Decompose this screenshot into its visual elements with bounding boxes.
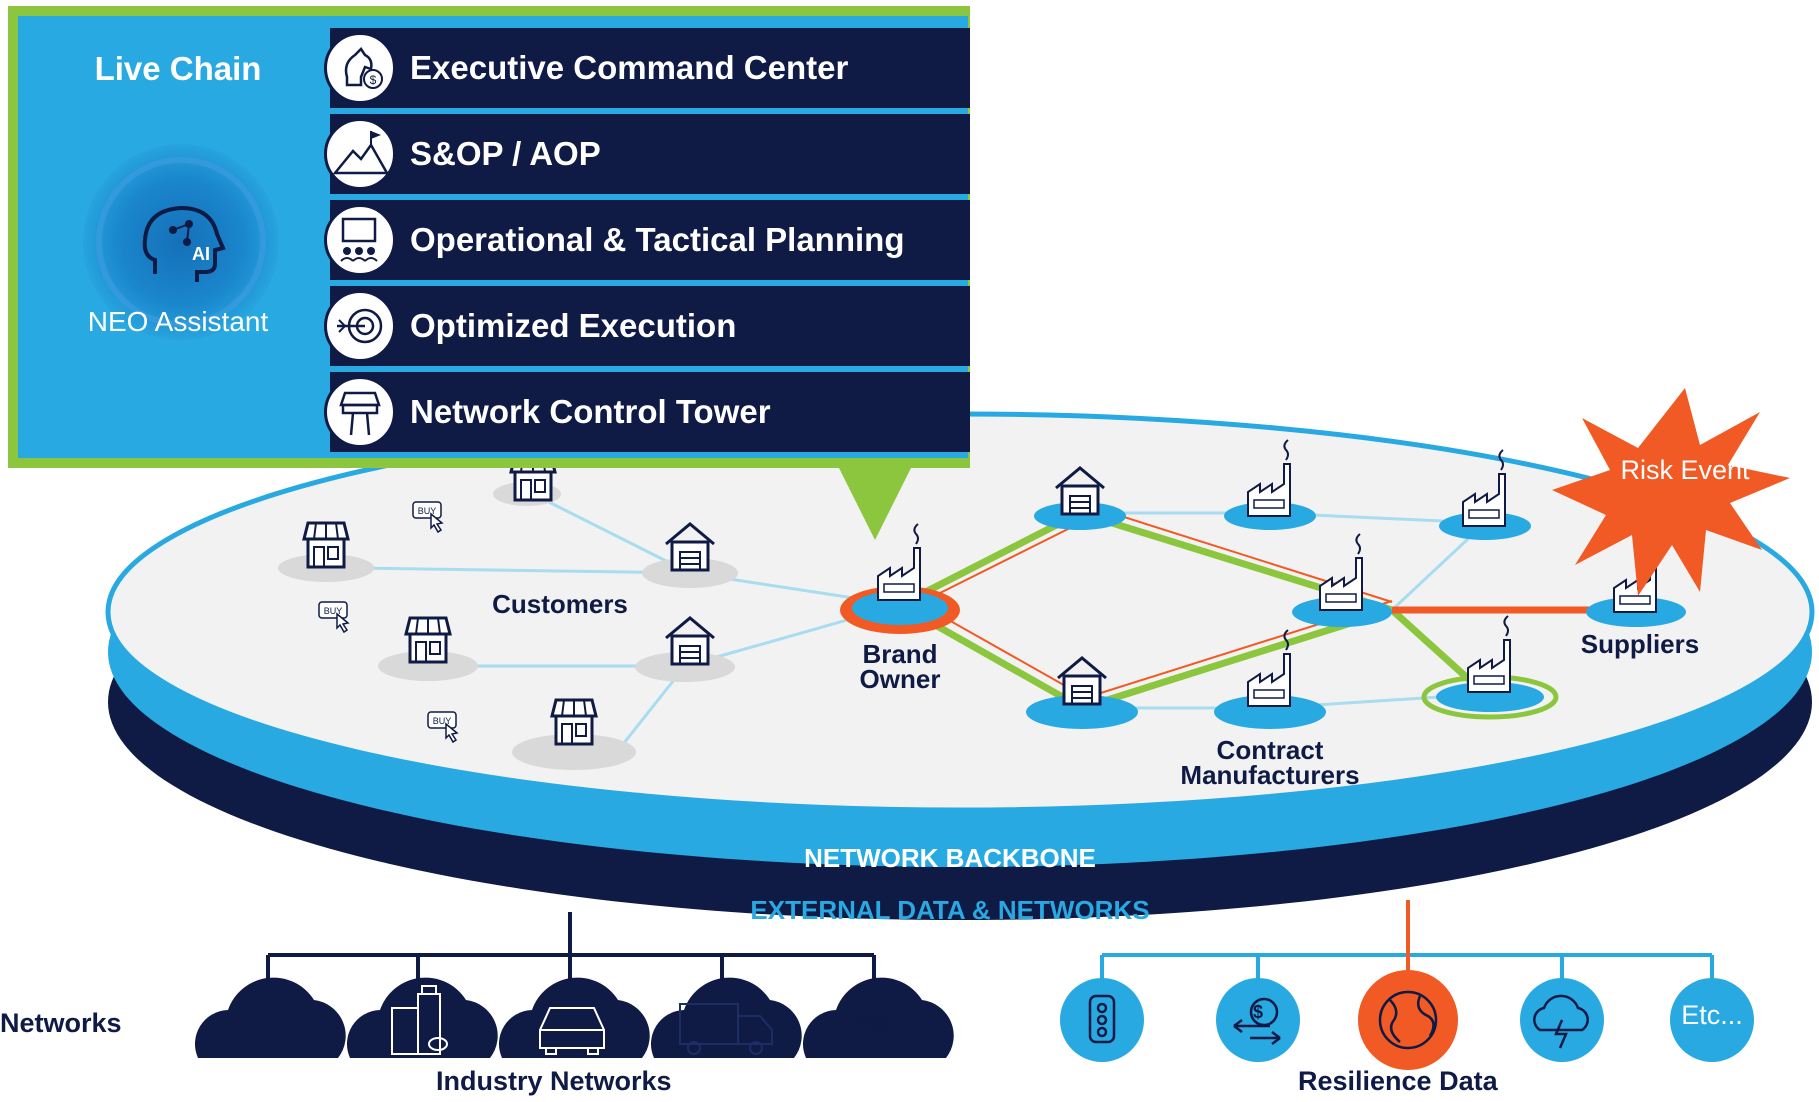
layer-executive-command-center[interactable]: $ Executive Command Center bbox=[324, 28, 970, 108]
customers-label: Customers bbox=[492, 589, 628, 619]
buy-tag-label: BUY bbox=[433, 716, 452, 726]
brand-owner-label: Brand Owner bbox=[859, 639, 941, 694]
control-tower-icon bbox=[324, 376, 396, 448]
resilience-etc-label: Etc... bbox=[1681, 1000, 1743, 1030]
currency-exchange-circle bbox=[1216, 978, 1300, 1062]
networks-side-label: Networks bbox=[0, 1008, 122, 1038]
external-data-label: EXTERNAL DATA & NETWORKS bbox=[750, 895, 1150, 925]
pharma-bottles-icon bbox=[391, 985, 448, 1055]
chess-knight-dollar-icon: $ bbox=[324, 32, 396, 104]
industry-etc-label: Etc... bbox=[851, 1005, 915, 1036]
risk-event-label: Risk Event bbox=[1620, 455, 1750, 485]
network-backbone-label: NETWORK BACKBONE bbox=[804, 843, 1096, 873]
layer-network-control-tower[interactable]: Network Control Tower bbox=[324, 372, 970, 452]
layer-label: Operational & Tactical Planning bbox=[410, 221, 905, 258]
selected-supplier-pad bbox=[1436, 682, 1544, 712]
contract-manufacturers-label: Contract Manufacturers bbox=[1180, 735, 1360, 790]
resilience-data-title: Resilience Data bbox=[1298, 1066, 1498, 1096]
layer-label: Network Control Tower bbox=[410, 393, 771, 430]
target-arrow-icon bbox=[324, 290, 396, 362]
neo-assistant-label: NEO Assistant bbox=[87, 306, 269, 337]
traffic-light-circle bbox=[1060, 978, 1144, 1062]
svg-text:$: $ bbox=[1253, 1002, 1263, 1022]
etc-resilience-circle bbox=[1670, 978, 1754, 1062]
buy-tag-label: BUY bbox=[324, 606, 343, 616]
suppliers-label: Suppliers bbox=[1580, 629, 1700, 659]
storm-cloud-icon bbox=[1533, 994, 1589, 1049]
external-connectors bbox=[266, 900, 1714, 990]
traffic-light-icon bbox=[1088, 994, 1116, 1044]
layer-optimized-execution[interactable]: Optimized Execution bbox=[324, 286, 970, 366]
live-chain-panel: Live Chain AI NEO Assistant $ Executive … bbox=[8, 6, 970, 468]
globe-earth-circle bbox=[1358, 970, 1458, 1070]
ai-head-icon bbox=[96, 157, 266, 327]
ai-badge: AI bbox=[192, 244, 210, 264]
industry-clouds bbox=[194, 977, 954, 1058]
layer-sop-aop[interactable]: S&OP / AOP bbox=[324, 114, 970, 194]
store-icon bbox=[404, 616, 452, 664]
store-icon bbox=[550, 698, 598, 746]
currency-exchange-icon bbox=[1233, 997, 1281, 1045]
layer-operational-tactical-planning[interactable]: Operational & Tactical Planning bbox=[324, 200, 970, 280]
industry-networks-title: Industry Networks bbox=[436, 1066, 672, 1096]
mountain-flag-icon bbox=[324, 118, 396, 190]
brand-owner-pad bbox=[852, 591, 948, 625]
truck-icon bbox=[679, 1003, 773, 1055]
layer-label: S&OP / AOP bbox=[410, 135, 601, 172]
live-chain-title: Live Chain bbox=[94, 50, 262, 87]
car-icon bbox=[539, 1007, 605, 1055]
layer-label: Executive Command Center bbox=[410, 49, 849, 86]
live-chain-inner: Live Chain AI NEO Assistant $ Executive … bbox=[18, 16, 970, 458]
neo-assistant-orb[interactable]: AI bbox=[83, 144, 279, 340]
globe-earth-icon bbox=[1378, 990, 1438, 1050]
svg-text:$: $ bbox=[370, 73, 377, 87]
store-icon bbox=[302, 521, 350, 569]
layer-label: Optimized Execution bbox=[410, 307, 737, 344]
risk-event-burst bbox=[1552, 388, 1790, 596]
buy-tag-label: BUY bbox=[418, 506, 437, 516]
strategy-board-team-icon bbox=[324, 204, 396, 276]
callout-pointer bbox=[838, 466, 912, 540]
